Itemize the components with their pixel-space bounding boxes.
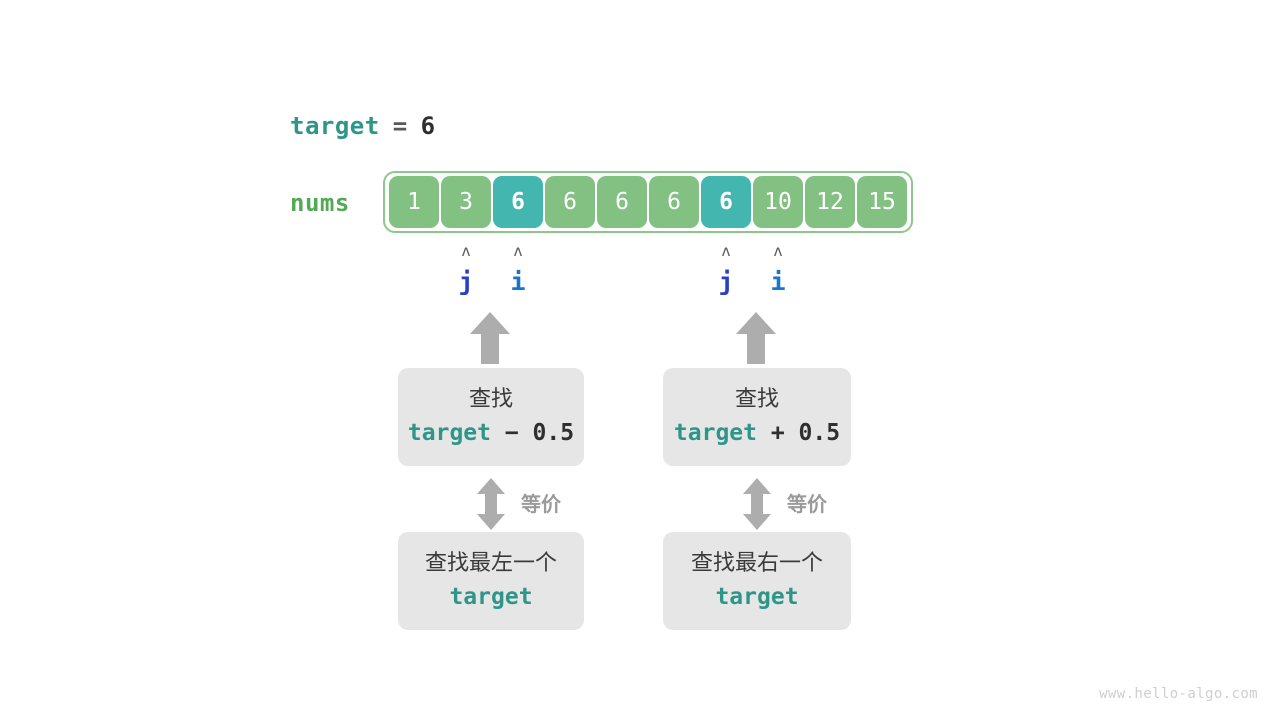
top-box-left: 查找 target − 0.5 bbox=[398, 368, 584, 466]
caret-icon: ʌ bbox=[513, 242, 523, 260]
up-arrow-left bbox=[470, 312, 510, 364]
double-arrow-icon-right bbox=[743, 478, 771, 530]
top-box-right-operand: + 0.5 bbox=[757, 420, 841, 446]
equivalence-left: 等价 bbox=[473, 478, 561, 530]
top-box-left-title: 查找 bbox=[468, 387, 513, 412]
bottom-box-left-target: target bbox=[449, 584, 533, 610]
site-watermark: www.hello-algo.com bbox=[1099, 686, 1258, 702]
array-cell: 12 bbox=[805, 176, 855, 228]
pointer-label: i bbox=[510, 267, 526, 296]
array-cell: 6 bbox=[545, 176, 595, 228]
target-equals-operator: = bbox=[392, 112, 408, 140]
double-arrow-icon-left bbox=[477, 478, 505, 530]
bottom-box-right-target: target bbox=[715, 584, 799, 610]
equivalence-right: 等价 bbox=[739, 478, 827, 530]
bottom-box-left-title: 查找最左一个 bbox=[424, 551, 557, 576]
equivalence-label-right: 等价 bbox=[787, 492, 827, 516]
array-cell: 6 bbox=[701, 176, 751, 228]
array-cell: 10 bbox=[753, 176, 803, 228]
top-box-right: 查找 target + 0.5 bbox=[663, 368, 851, 466]
top-box-right-title: 查找 bbox=[734, 387, 779, 412]
array-cell: 6 bbox=[649, 176, 699, 228]
bottom-box-right: 查找最右一个 target bbox=[663, 532, 851, 630]
bottom-box-left-expression: target bbox=[449, 583, 532, 611]
target-value: 6 bbox=[420, 112, 436, 140]
array-cell: 15 bbox=[857, 176, 907, 228]
caret-icon: ʌ bbox=[461, 242, 471, 260]
array-cell: 3 bbox=[441, 176, 491, 228]
array-label: nums bbox=[290, 189, 350, 217]
pointer-label: j bbox=[458, 267, 474, 296]
target-variable-name: target bbox=[290, 112, 380, 140]
array-cell: 1 bbox=[389, 176, 439, 228]
top-box-right-expression: target + 0.5 bbox=[674, 419, 840, 447]
up-arrow-right bbox=[736, 312, 776, 364]
target-declaration: target = 6 bbox=[290, 112, 436, 140]
array-cell: 6 bbox=[597, 176, 647, 228]
equivalence-label-left: 等价 bbox=[521, 492, 561, 516]
top-box-left-expression: target − 0.5 bbox=[408, 419, 574, 447]
pointer-label: j bbox=[718, 267, 734, 296]
bottom-box-left: 查找最左一个 target bbox=[398, 532, 584, 630]
bottom-box-right-expression: target bbox=[715, 583, 798, 611]
top-box-left-operand: − 0.5 bbox=[491, 420, 575, 446]
top-box-right-target: target bbox=[673, 420, 757, 446]
caret-icon: ʌ bbox=[773, 242, 783, 260]
pointer-label: i bbox=[770, 267, 786, 296]
bottom-box-right-title: 查找最右一个 bbox=[690, 551, 823, 576]
top-box-left-target: target bbox=[407, 420, 491, 446]
array-cell: 6 bbox=[493, 176, 543, 228]
caret-icon: ʌ bbox=[721, 242, 731, 260]
